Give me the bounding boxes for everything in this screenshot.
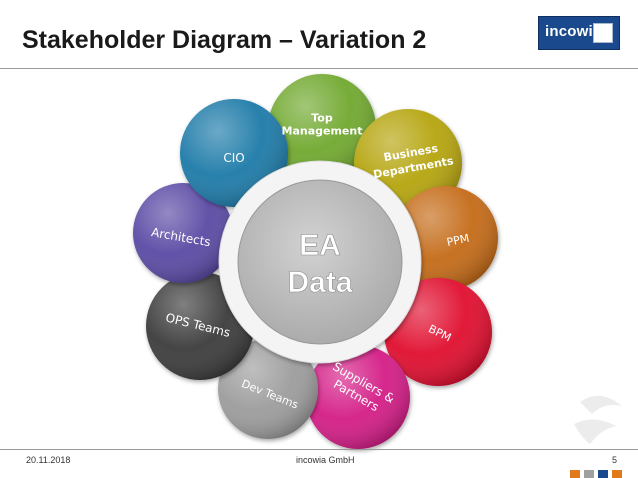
logo-square-icon <box>593 23 613 43</box>
center-disc <box>237 179 403 345</box>
petal-gloss-suppliers-partners <box>306 345 410 449</box>
footer-stripe-gray <box>584 470 594 478</box>
footer-date: 20.11.2018 <box>26 455 71 465</box>
footer-company: incowia GmbH <box>296 455 355 465</box>
page-number: 5 <box>612 455 618 465</box>
label-ppm: PPM <box>446 232 471 249</box>
footer-stripe-blank <box>0 470 560 478</box>
footer-stripe-blue <box>598 470 608 478</box>
watermark-logo-icon <box>574 395 622 444</box>
petal-gloss-dev-teams <box>218 339 318 439</box>
label-cio: CIO <box>223 151 244 165</box>
petal-gloss-architects <box>133 183 233 283</box>
incowia-logo: incowia <box>538 16 620 50</box>
petal-gloss-top-management <box>268 74 376 182</box>
center-label-line2: Data <box>287 266 352 299</box>
footer-divider <box>0 449 638 450</box>
footer-stripe-orange <box>570 470 580 478</box>
title-divider <box>0 68 638 69</box>
logo-text: incowia <box>545 23 602 40</box>
center-label-line1: EA <box>299 229 341 262</box>
footer-stripe-orange-2 <box>612 470 622 478</box>
slide-title: Stakeholder Diagram – Variation 2 <box>22 26 427 54</box>
